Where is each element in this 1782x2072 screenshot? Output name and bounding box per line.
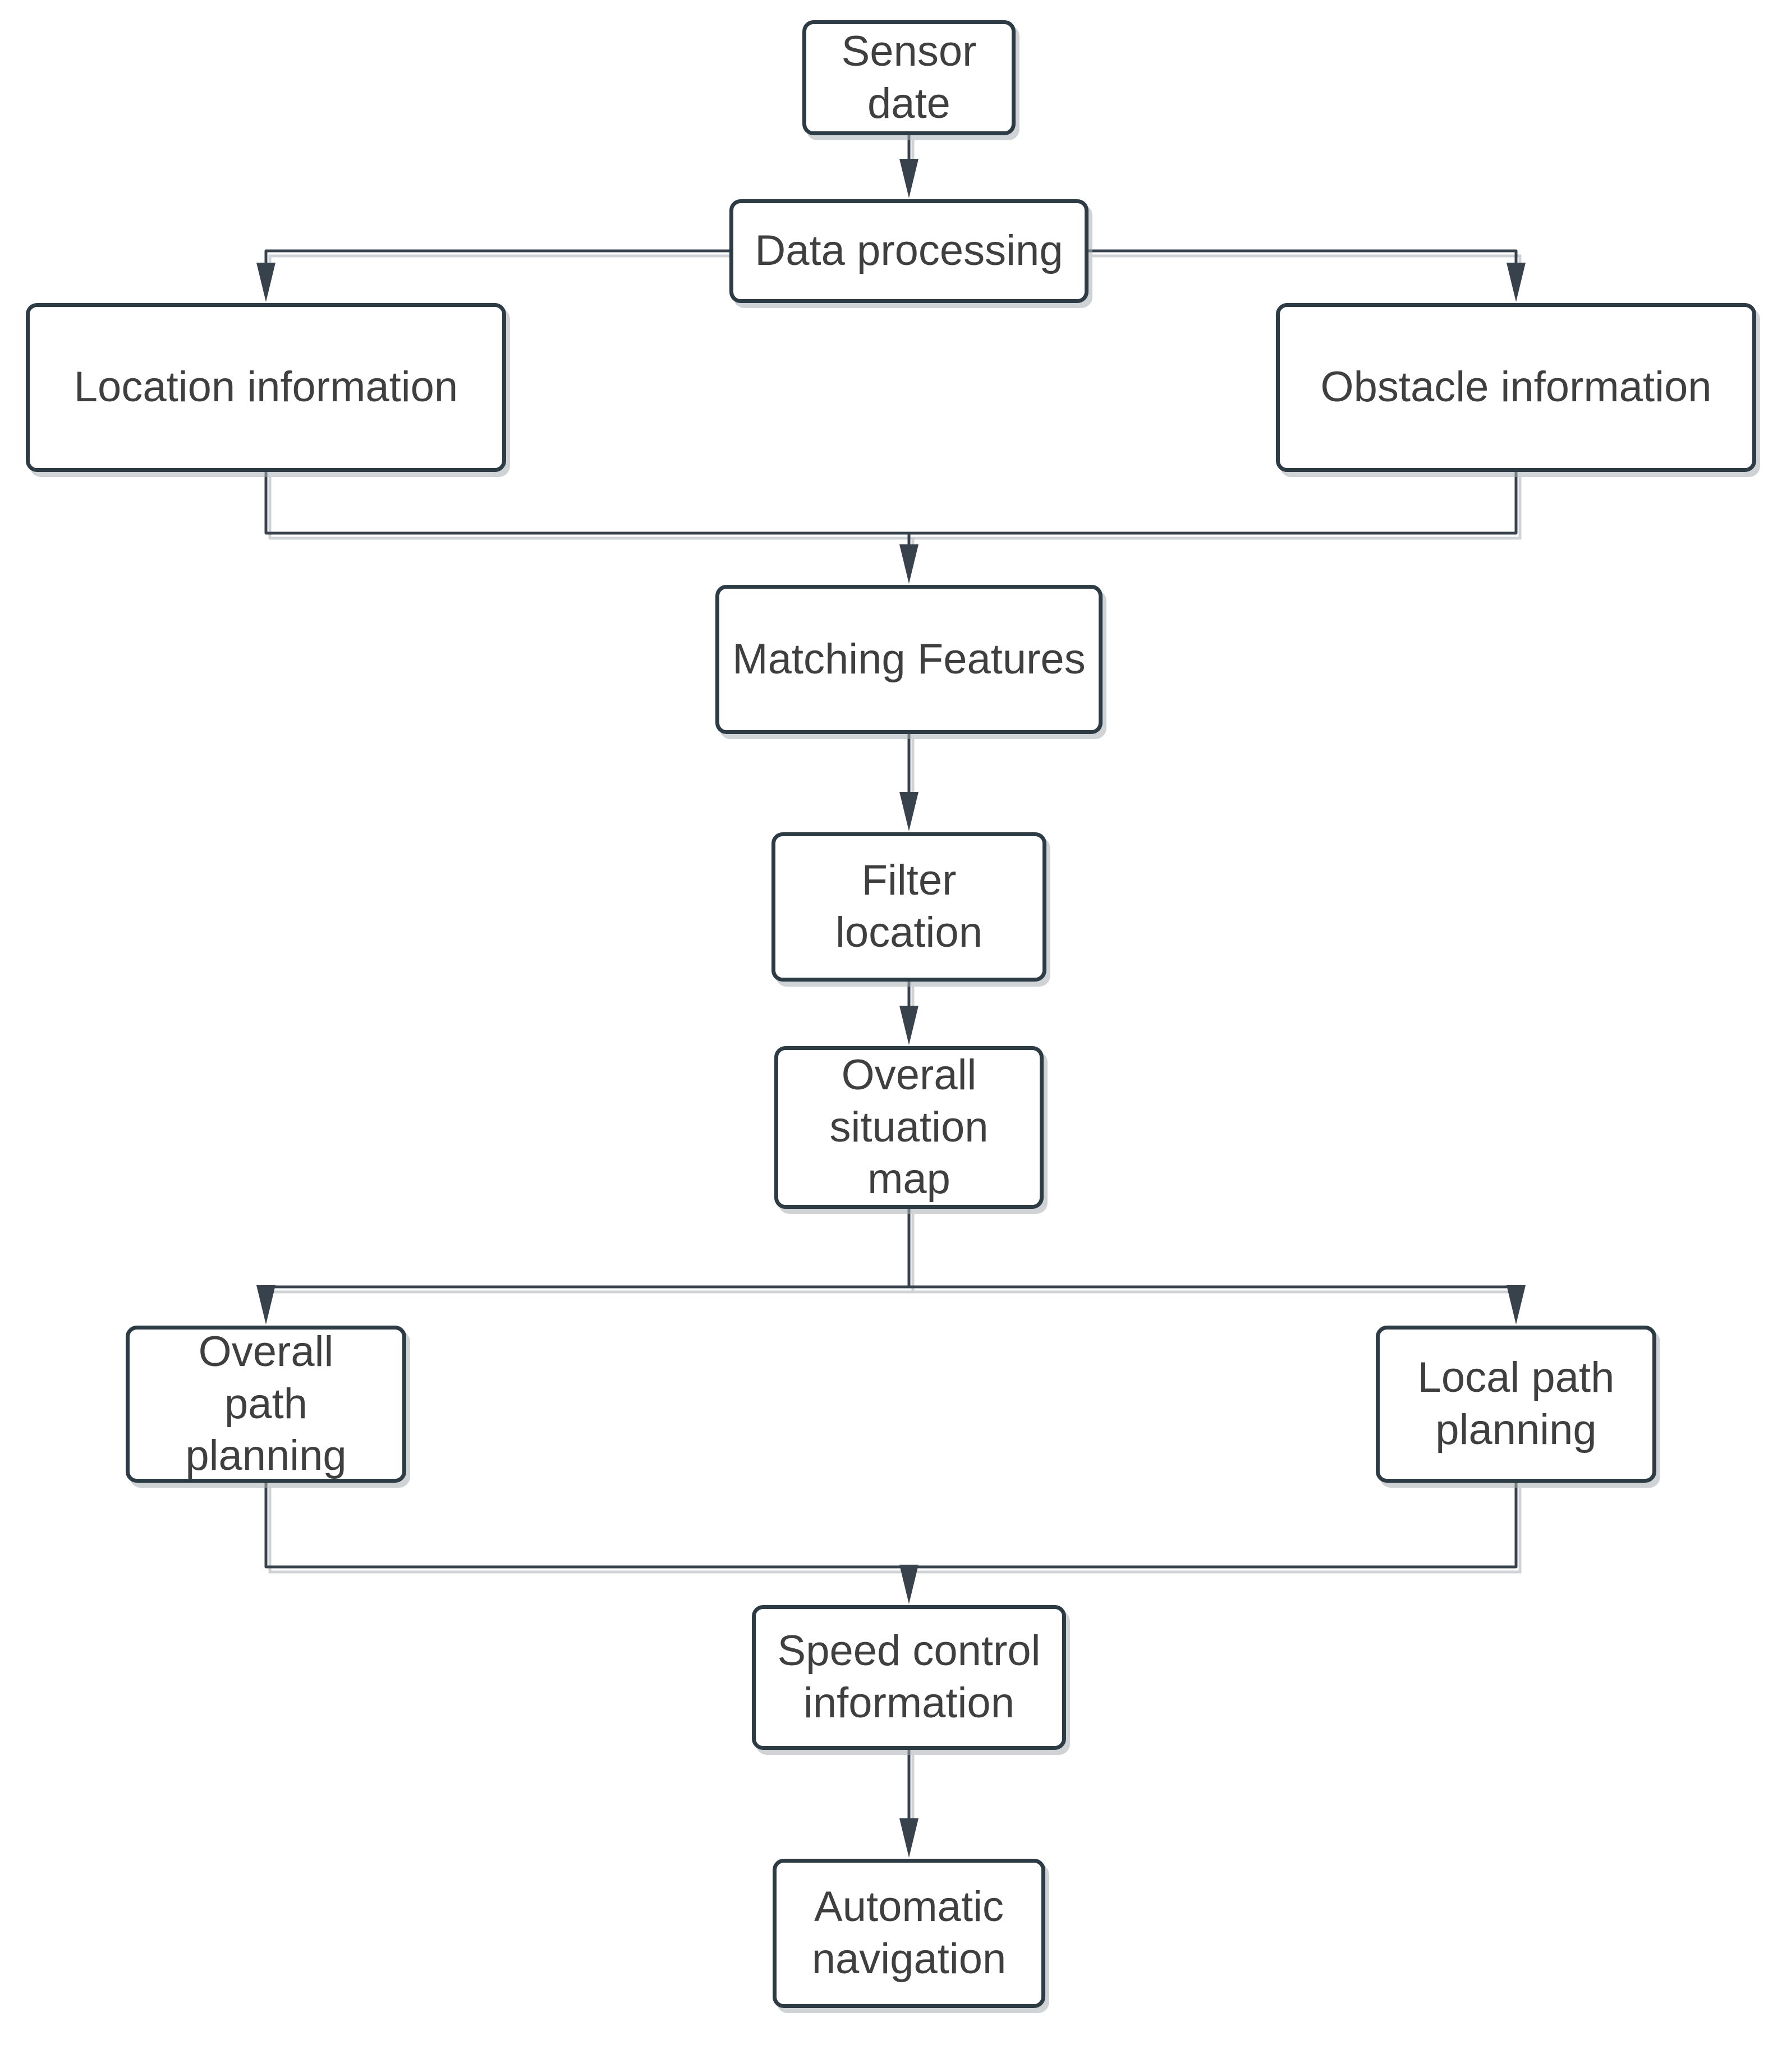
node-overall-situation-map: Overall situation map	[774, 1046, 1044, 1209]
node-data-processing: Data processing	[729, 199, 1089, 303]
node-automatic-navigation: Automatic navigation	[773, 1859, 1045, 2008]
node-local-path-planning: Local path planning	[1376, 1326, 1656, 1483]
node-speed-control-information-label: Speed control information	[777, 1627, 1041, 1727]
node-data-processing-label: Data processing	[755, 227, 1063, 275]
node-location-information-label: Location information	[74, 363, 458, 411]
node-automatic-navigation-label: Automatic navigation	[811, 1883, 1007, 1983]
node-matching-features-label: Matching Features	[732, 635, 1086, 683]
node-overall-path-planning: Overall path planning	[126, 1326, 406, 1483]
node-sensor-data-label: Sensor date	[841, 27, 977, 127]
arrowhead-into-location-information	[256, 263, 275, 302]
arrowhead-into-situation-map	[899, 1006, 918, 1045]
node-filter-location-label: Filter location	[835, 856, 982, 956]
node-overall-situation-map-label: Overall situation map	[829, 1051, 989, 1203]
node-obstacle-information-label: Obstacle information	[1320, 363, 1712, 411]
node-matching-features: Matching Features	[715, 585, 1103, 734]
node-local-path-planning-label: Local path planning	[1417, 1354, 1615, 1454]
node-sensor-data: Sensor date	[802, 20, 1016, 135]
edge-data-processing-to-obstacle	[1089, 249, 1518, 267]
node-overall-path-planning-label: Overall path planning	[185, 1327, 347, 1480]
arrowhead-into-local-path-planning	[1507, 1285, 1526, 1324]
arrowhead-into-speed-control	[899, 1565, 918, 1604]
edge-merge-path-planning	[264, 1483, 1518, 1569]
arrowhead-into-matching-features	[899, 544, 918, 584]
arrowhead-into-overall-path-planning	[256, 1285, 275, 1324]
node-speed-control-information: Speed control information	[752, 1605, 1066, 1750]
arrowhead-into-automatic-navigation	[899, 1818, 918, 1858]
node-filter-location: Filter location	[771, 832, 1046, 982]
node-location-information: Location information	[26, 303, 506, 472]
arrowhead-into-filter-location	[899, 792, 918, 831]
edge-situation-map-split	[266, 1209, 1516, 1289]
arrowhead-into-data-processing	[899, 159, 918, 198]
edge-data-processing-to-location	[264, 249, 729, 267]
edge-merge-location-obstacle	[264, 472, 1518, 535]
arrowhead-into-obstacle-information	[1507, 263, 1526, 302]
node-obstacle-information: Obstacle information	[1276, 303, 1756, 472]
